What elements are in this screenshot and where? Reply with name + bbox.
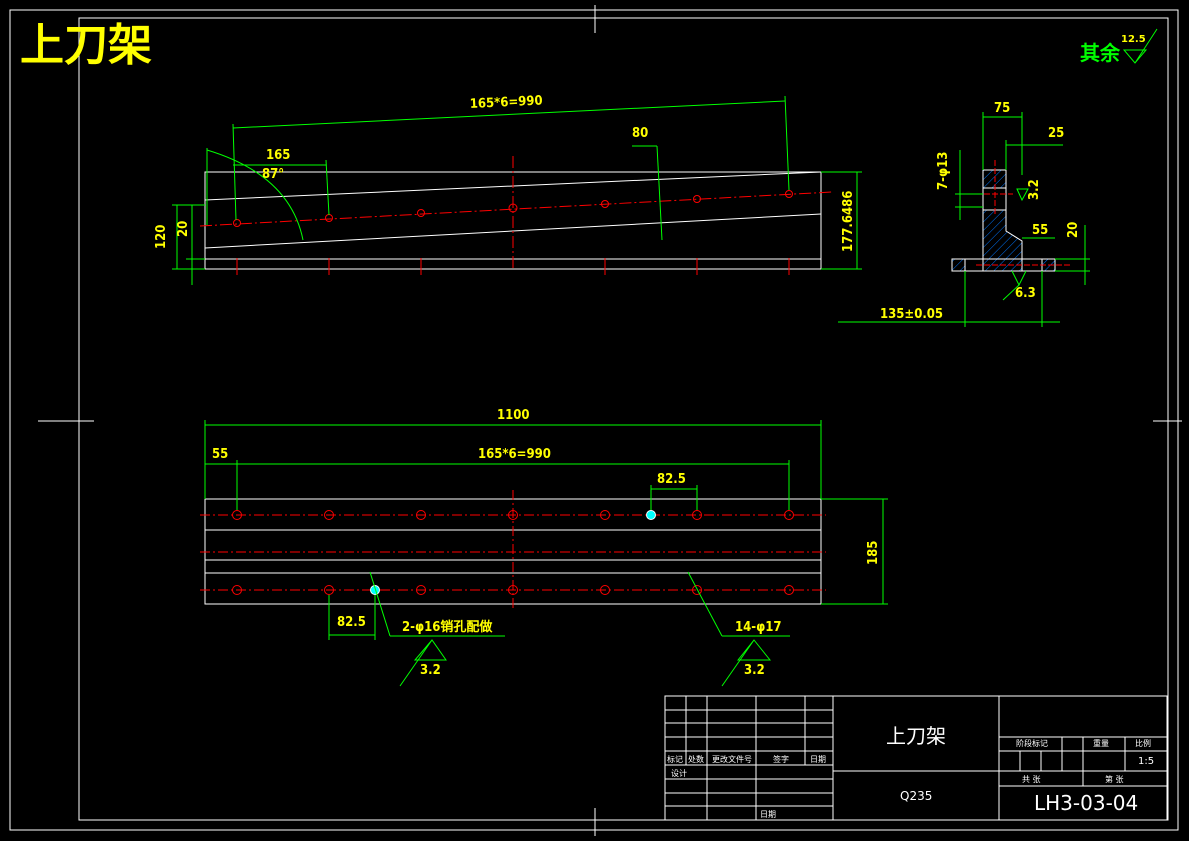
side-dim-angle: 87° bbox=[262, 167, 284, 182]
tb-h-scale: 比例 bbox=[1135, 738, 1151, 748]
section-rough-b: 6.3 bbox=[1015, 286, 1036, 301]
tb-h-stage-mark: 阶段标记 bbox=[1016, 738, 1048, 748]
tb-h-design: 设计 bbox=[671, 768, 687, 778]
section-dim-width-right: 25 bbox=[1048, 126, 1064, 141]
side-view-holes bbox=[233, 190, 793, 227]
section-dim-width-top: 75 bbox=[994, 101, 1010, 116]
roughness-symbol-icon bbox=[1122, 28, 1158, 64]
side-view-centerline bbox=[199, 191, 833, 227]
pin-holes-roughness: 3.2 bbox=[420, 663, 441, 678]
side-dim-total-pitch: 165*6=990 bbox=[469, 93, 543, 112]
plan-dim-width: 185 bbox=[866, 541, 881, 565]
roughness-note-label: 其余 bbox=[1080, 41, 1121, 65]
title-block bbox=[664, 695, 1168, 821]
tb-h-date: 日期 bbox=[810, 755, 826, 764]
tb-h-weight: 重量 bbox=[1093, 738, 1109, 748]
section-dim-center-dist: 135±0.05 bbox=[880, 307, 943, 322]
section-view: 75 25 7-φ13 3.2 55 20 6.3 135±0.05 bbox=[838, 101, 1090, 327]
sheet-frame bbox=[9, 5, 1182, 836]
pin-hole-top bbox=[646, 510, 656, 520]
side-view: 165*6=990 165 87° 80 120 20 177.6486 bbox=[154, 93, 862, 285]
tb-part-name: 上刀架 bbox=[886, 724, 946, 748]
tb-h-signature: 签字 bbox=[773, 754, 789, 764]
tb-h-date2: 日期 bbox=[760, 810, 776, 819]
roughness-note-value: 12.5 bbox=[1121, 34, 1146, 45]
plan-dim-pin-offset-top: 82.5 bbox=[657, 472, 686, 487]
tb-h-sheet-total: 共 张 bbox=[1022, 775, 1041, 784]
plan-dim-length: 1100 bbox=[497, 408, 530, 423]
roughness-note: 其余 12.5 bbox=[1080, 28, 1158, 65]
plan-view-holes-bottom bbox=[232, 585, 794, 595]
tb-h-count: 处数 bbox=[688, 754, 704, 764]
tb-scale-value: 1:5 bbox=[1138, 756, 1154, 767]
bolt-holes-callout: 14-φ17 bbox=[735, 620, 782, 635]
tb-h-mark: 标记 bbox=[667, 754, 683, 764]
side-dim-height-left: 120 bbox=[154, 225, 169, 249]
side-dim-height-small: 20 bbox=[176, 221, 191, 237]
side-dim-height-right: 177.6486 bbox=[841, 191, 856, 252]
tb-drawing-no: LH3-03-04 bbox=[1034, 791, 1138, 815]
bolt-holes-roughness: 3.2 bbox=[744, 663, 765, 678]
section-dim-flange-h: 20 bbox=[1066, 222, 1081, 238]
plan-view: 1100 55 165*6=990 82.5 82.5 185 2-φ16销孔配… bbox=[200, 408, 888, 687]
section-rough-a: 3.2 bbox=[1027, 179, 1042, 200]
pin-hole-bottom bbox=[370, 585, 380, 595]
section-dim-holes: 7-φ13 bbox=[936, 152, 951, 190]
tb-h-change-doc: 更改文件号 bbox=[712, 754, 752, 764]
tb-h-sheet-no: 第 张 bbox=[1105, 774, 1124, 784]
tb-material: Q235 bbox=[900, 789, 932, 803]
section-dim-flange: 55 bbox=[1032, 223, 1048, 238]
plan-view-holes-top bbox=[232, 510, 794, 520]
side-dim-offset: 80 bbox=[632, 126, 648, 141]
plan-dim-pin-offset-bottom: 82.5 bbox=[337, 615, 366, 630]
pin-holes-callout: 2-φ16销孔配做 bbox=[402, 619, 492, 635]
drawing-title: 上刀架 bbox=[20, 20, 152, 71]
plan-dim-total-pitch: 165*6=990 bbox=[478, 447, 551, 462]
side-dim-pitch: 165 bbox=[266, 148, 290, 163]
plan-dim-edge: 55 bbox=[212, 447, 228, 462]
